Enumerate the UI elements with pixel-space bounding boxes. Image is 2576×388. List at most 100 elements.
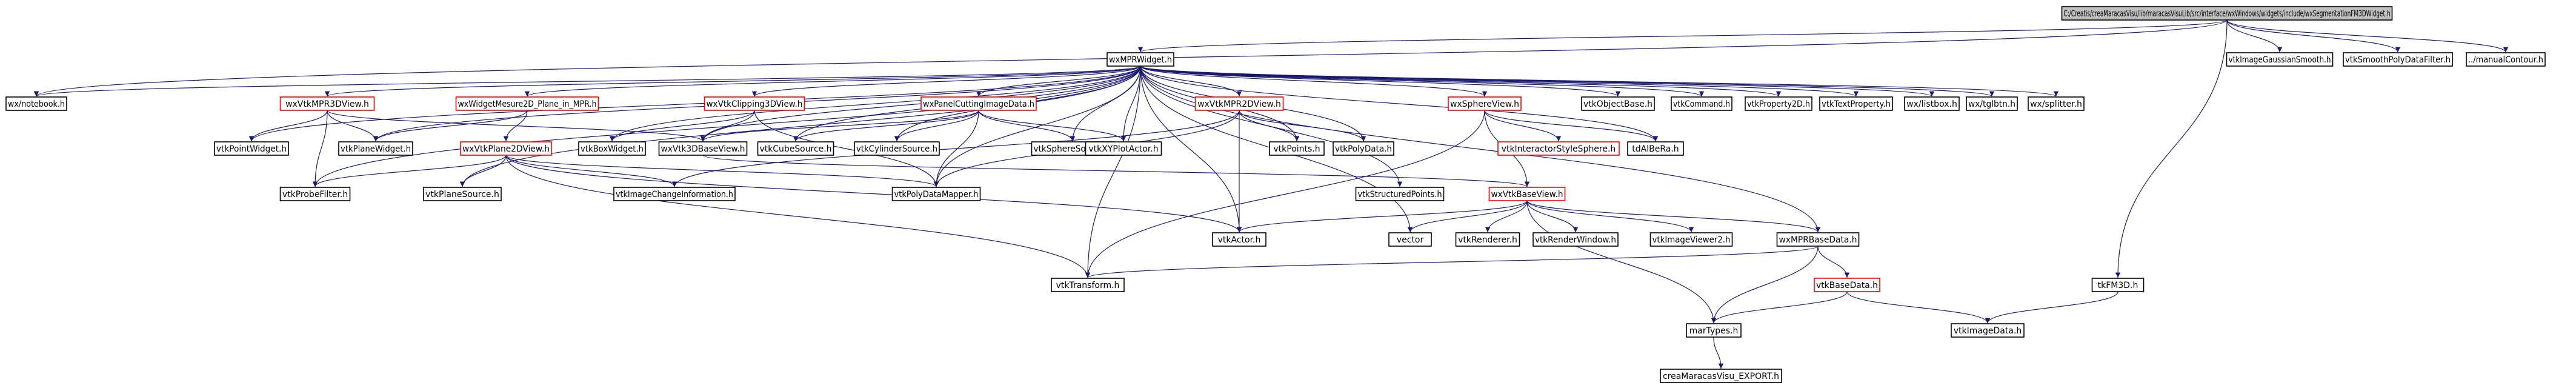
edge-wxPanelCuttingImageData-to-wxVtk3DBaseView — [700, 110, 979, 142]
node-wxVtkMPR3DView[interactable]: wxVtkMPR3DView.h — [279, 96, 375, 111]
node-tkFM3D[interactable]: tkFM3D.h — [2091, 278, 2145, 292]
node-wxVtkClipping3DView[interactable]: wxVtkClipping3DView.h — [704, 96, 805, 111]
node-vtkImageGaussianSmooth[interactable]: vtkImageGaussianSmooth.h — [2226, 52, 2334, 67]
node-box — [455, 96, 599, 111]
node-vtkTransform[interactable]: vtkTransform.h — [1051, 278, 1125, 292]
node-wxVtkPlane2DView[interactable]: wxVtkPlane2DView.h — [460, 141, 552, 156]
node-label: vtkPolyDataMapper.h — [894, 190, 979, 199]
node-label: vtkCommand.h — [1673, 99, 1730, 109]
node-box — [1333, 141, 1394, 156]
edge-wxVtkBaseView-to-vtkRenderer — [1485, 200, 1528, 233]
node-box — [1904, 96, 1960, 111]
node-label: wx/notebook.h — [8, 99, 65, 109]
node-box — [2028, 96, 2085, 111]
node-tdAlBeRa[interactable]: tdAlBeRa.h — [1627, 141, 1684, 156]
edge-wxVtkPlane2DView-to-vtkProbeFilter — [312, 155, 507, 187]
edge-layer — [34, 19, 2509, 369]
edge-wxVtkMPR3DView-to-vtkPointWidget — [248, 110, 328, 142]
edge-wxVtkMPR3DView-to-vtkProbeFilter — [312, 110, 328, 187]
edge-root-to-wxMPRWidget — [1138, 19, 2228, 53]
node-vtkActor[interactable]: vtkActor.h — [1212, 232, 1266, 247]
edge-wxVtkPlane2DView-to-vtkPolyDataMapper — [505, 155, 939, 187]
node-label: vtkXYPlotActor.h — [1088, 144, 1158, 154]
node-wxVtkBaseView[interactable]: wxVtkBaseView.h — [1488, 187, 1566, 201]
node-box — [1455, 232, 1520, 247]
node-label: wxVtkPlane2DView.h — [462, 144, 550, 154]
edge-wxVtkClipping3DView-to-wxVtk3DBaseView — [700, 110, 755, 142]
edge-root-to-manualContour — [2226, 19, 2509, 53]
edge-wxMPRWidget-to-wxWidgetMesure2D — [525, 65, 1141, 97]
node-wxPanelCuttingImageData[interactable]: wxPanelCuttingImageData.h — [920, 96, 1037, 111]
node-vtkImageChangeInformation[interactable]: vtkImageChangeInformation.h — [613, 187, 736, 201]
edge-wxMPRWidget-to-wxVtkClipping3DView — [752, 65, 1141, 97]
node-vtkImageData[interactable]: vtkImageData.h — [1951, 323, 2025, 338]
node-vtkBoxWidget[interactable]: vtkBoxWidget.h — [578, 141, 646, 156]
node-marTypes[interactable]: marTypes.h — [1686, 323, 1742, 338]
edge-wxVtkPlane2DView-to-vtkActor — [505, 155, 1242, 233]
edge-wxPanelCuttingImageData-to-vtkCubeSource — [793, 110, 979, 142]
node-vtkRenderer[interactable]: vtkRenderer.h — [1455, 232, 1520, 247]
node-label: wxVtkMPR2DView.h — [1197, 99, 1281, 109]
node-label: vtkSmoothPolyDataFilter.h — [2345, 55, 2451, 65]
node-box — [1212, 232, 1266, 247]
node-box — [1660, 369, 1782, 383]
node-wxMPRBaseData[interactable]: wxMPRBaseData.h — [1776, 232, 1860, 247]
node-vtkPointWidget[interactable]: vtkPointWidget.h — [214, 141, 289, 156]
node-vtkBaseData[interactable]: vtkBaseData.h — [1814, 278, 1880, 292]
node-vtkPolyDataMapper[interactable]: vtkPolyDataMapper.h — [891, 187, 981, 201]
node-vtkPlaneWidget[interactable]: vtkPlaneWidget.h — [338, 141, 413, 156]
node-vtkProbeFilter[interactable]: vtkProbeFilter.h — [279, 187, 351, 201]
node-box — [1085, 141, 1162, 156]
node-vtkCylinderSource[interactable]: vtkCylinderSource.h — [854, 141, 940, 156]
node-box — [338, 141, 413, 156]
node-vtkXYPlotActor[interactable]: vtkXYPlotActor.h — [1085, 141, 1162, 156]
node-box — [1627, 141, 1684, 156]
node-vtkTextProperty[interactable]: vtkTextProperty.h — [1819, 96, 1893, 111]
edge-wxVtkMPR2DView-to-vtkPolyData — [1239, 110, 1366, 142]
node-box — [1488, 187, 1566, 201]
node-label: ../manualContour.h — [2468, 55, 2543, 65]
node-creaMaracasVisu_EXPORT[interactable]: creaMaracasVisu_EXPORT.h — [1660, 369, 1782, 383]
node-vtkProperty2D[interactable]: vtkProperty2D.h — [1745, 96, 1812, 111]
node-vtkSmoothPolyDataFilter[interactable]: vtkSmoothPolyDataFilter.h — [2343, 52, 2453, 67]
edge-wxVtkMPR3DView-to-wxVtk3DBaseView — [327, 110, 705, 142]
node-wxMPRWidget[interactable]: wxMPRWidget.h — [1107, 52, 1174, 67]
node-vtkPlaneSource[interactable]: vtkPlaneSource.h — [423, 187, 502, 201]
edge-vtkBaseData-to-marTypes — [1711, 291, 1848, 324]
node-box — [1951, 323, 2025, 338]
node-label: vtkCubeSource.h — [760, 144, 832, 154]
node-vtkImageViewer2[interactable]: vtkImageViewer2.h — [1649, 232, 1733, 247]
node-wxVtk3DBaseView[interactable]: wxVtk3DBaseView.h — [658, 141, 748, 156]
node-wxVtkMPR2DView[interactable]: wxVtkMPR2DView.h — [1194, 96, 1284, 111]
node-label: wxVtkBaseView.h — [1491, 190, 1563, 199]
node-box — [423, 187, 502, 201]
node-box — [2343, 52, 2453, 67]
node-wxlistbox[interactable]: wx/listbox.h — [1904, 96, 1960, 111]
node-manualContour[interactable]: ../manualContour.h — [2466, 52, 2546, 67]
node-vtkPoints[interactable]: vtkPoints.h — [1269, 141, 1325, 156]
node-vtkStructuredPoints[interactable]: vtkStructuredPoints.h — [1355, 187, 1445, 201]
node-root: C:/Creatis/creaMaracasVisu/lib/maracasVi… — [2061, 6, 2393, 21]
node-vtkCommand[interactable]: vtkCommand.h — [1671, 96, 1732, 111]
node-wxtglbtn[interactable]: wx/tglbtn.h — [1966, 96, 2018, 111]
edge-wxSphereView-to-vtkTransform — [1085, 110, 1485, 278]
node-vtkInteractorStyleSphere[interactable]: vtkInteractorStyleSphere.h — [1497, 141, 1620, 156]
node-vtkObjectBase[interactable]: vtkObjectBase.h — [1581, 96, 1655, 111]
edge-vtkBaseData-to-vtkImageData — [1846, 291, 1991, 324]
node-label: vtkPoints.h — [1273, 144, 1320, 154]
node-wxnotebook[interactable]: wx/notebook.h — [5, 96, 67, 111]
node-label: vtkImageChangeInformation.h — [616, 190, 733, 199]
edge-wxMPRWidget-to-vtkTransform — [1085, 65, 1141, 278]
node-label: vtkBaseData.h — [1816, 281, 1878, 290]
node-label: vtkInteractorStyleSphere.h — [1502, 144, 1616, 154]
node-vtkRenderWindow[interactable]: vtkRenderWindow.h — [1533, 232, 1619, 247]
node-vector[interactable]: vector — [1388, 232, 1432, 247]
edge-wxMPRWidget-to-vtkPointWidget — [248, 65, 1141, 142]
node-label: wxWidgetMesure2D_Plane_in_MPR.h — [458, 99, 597, 109]
node-label: vtkImageGaussianSmooth.h — [2229, 55, 2331, 65]
node-vtkPolyData[interactable]: vtkPolyData.h — [1333, 141, 1394, 156]
node-wxsplitter[interactable]: wx/splitter.h — [2028, 96, 2085, 111]
node-wxWidgetMesure2D[interactable]: wxWidgetMesure2D_Plane_in_MPR.h — [455, 96, 599, 111]
node-vtkCubeSource[interactable]: vtkCubeSource.h — [757, 141, 834, 156]
node-wxSphereView[interactable]: wxSphereView.h — [1448, 96, 1522, 111]
